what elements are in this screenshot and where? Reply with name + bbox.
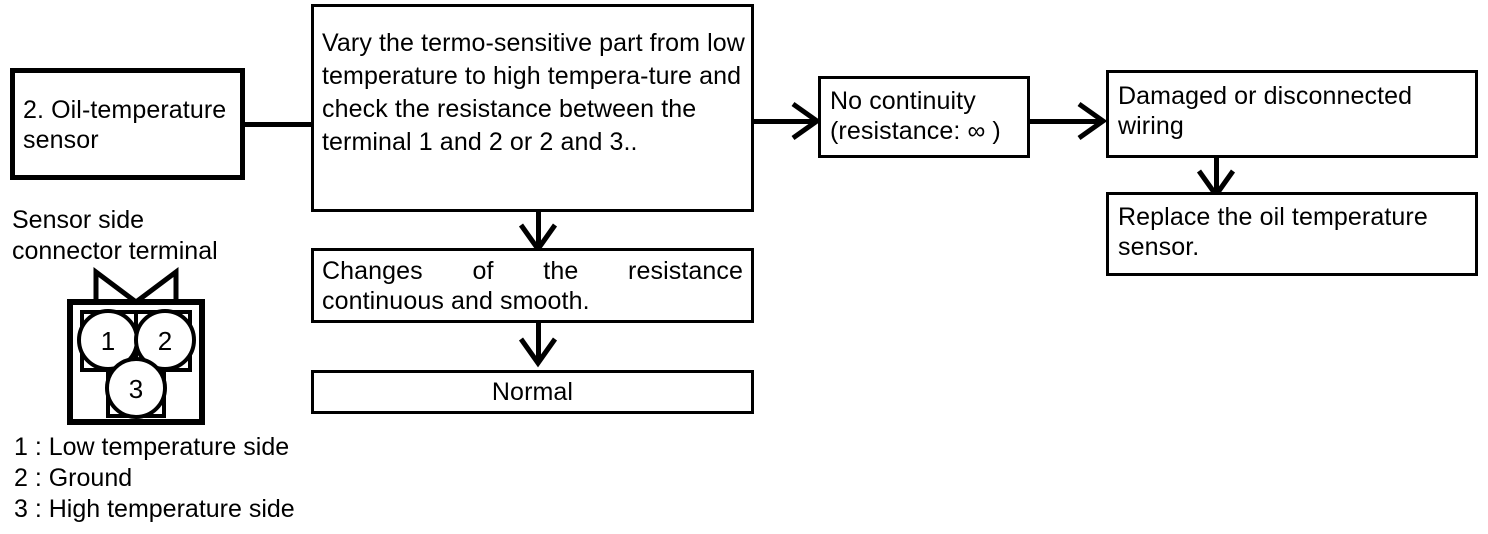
connector-outer-housing	[67, 299, 205, 425]
arrowhead-to-no-continuity	[791, 101, 822, 141]
arrowhead-to-damaged-wiring	[1077, 101, 1108, 141]
block-oil-temperature-sensor-label: 2. Oil-temperature sensor	[23, 96, 227, 154]
block-replace-sensor-label: Replace the oil temperature sensor.	[1118, 203, 1428, 261]
terminal-legend: 1 : Low temperature side 2 : Ground 3 : …	[14, 432, 295, 525]
connector-instruction-to-no-continuity	[754, 119, 816, 124]
connector-changes-to-normal	[536, 323, 541, 361]
block-damaged-wiring: Damaged or disconnected wiring	[1106, 70, 1478, 158]
block-replace-sensor: Replace the oil temperature sensor.	[1106, 192, 1478, 276]
block-instruction-label: Vary the termo-sensitive part from low t…	[322, 29, 745, 156]
block-damaged-wiring-label: Damaged or disconnected wiring	[1118, 82, 1413, 140]
terminal-pin-1-number: 1	[101, 326, 115, 356]
connector-instruction-to-changes	[536, 212, 541, 246]
block-oil-temperature-sensor: 2. Oil-temperature sensor	[10, 68, 245, 180]
sensor-side-connector-terminal-label: Sensor side connector terminal	[12, 206, 218, 265]
legend-item-1: 1 : Low temperature side	[14, 433, 290, 461]
terminal-pin-2-number: 2	[158, 326, 172, 356]
legend-item-2: 2 : Ground	[14, 464, 133, 492]
connector-terminal-diagram: 1 2 3	[60, 267, 212, 426]
block-no-continuity: No continuity (resistance: ∞ )	[818, 76, 1030, 158]
arrowhead-to-normal	[518, 337, 558, 368]
connector-no-continuity-to-damaged-wiring	[1030, 119, 1102, 124]
connector-sensor-to-instruction	[243, 122, 315, 127]
block-normal: Normal	[311, 370, 754, 414]
block-instruction: Vary the termo-sensitive part from low t…	[311, 4, 754, 212]
block-no-continuity-label: No continuity (resistance: ∞ )	[830, 87, 1001, 145]
block-changes-of-resistance-label: Changes of the resistance continuous and…	[322, 257, 743, 315]
block-normal-label: Normal	[491, 378, 574, 406]
legend-item-3: 3 : High temperature side	[14, 495, 295, 523]
block-changes-of-resistance: Changes of the resistance continuous and…	[311, 248, 754, 323]
terminal-pin-2	[134, 309, 196, 371]
connector-damaged-wiring-to-replace-sensor	[1214, 158, 1219, 192]
terminal-pin-3-number: 3	[129, 374, 143, 404]
terminal-pin-3	[105, 357, 167, 419]
